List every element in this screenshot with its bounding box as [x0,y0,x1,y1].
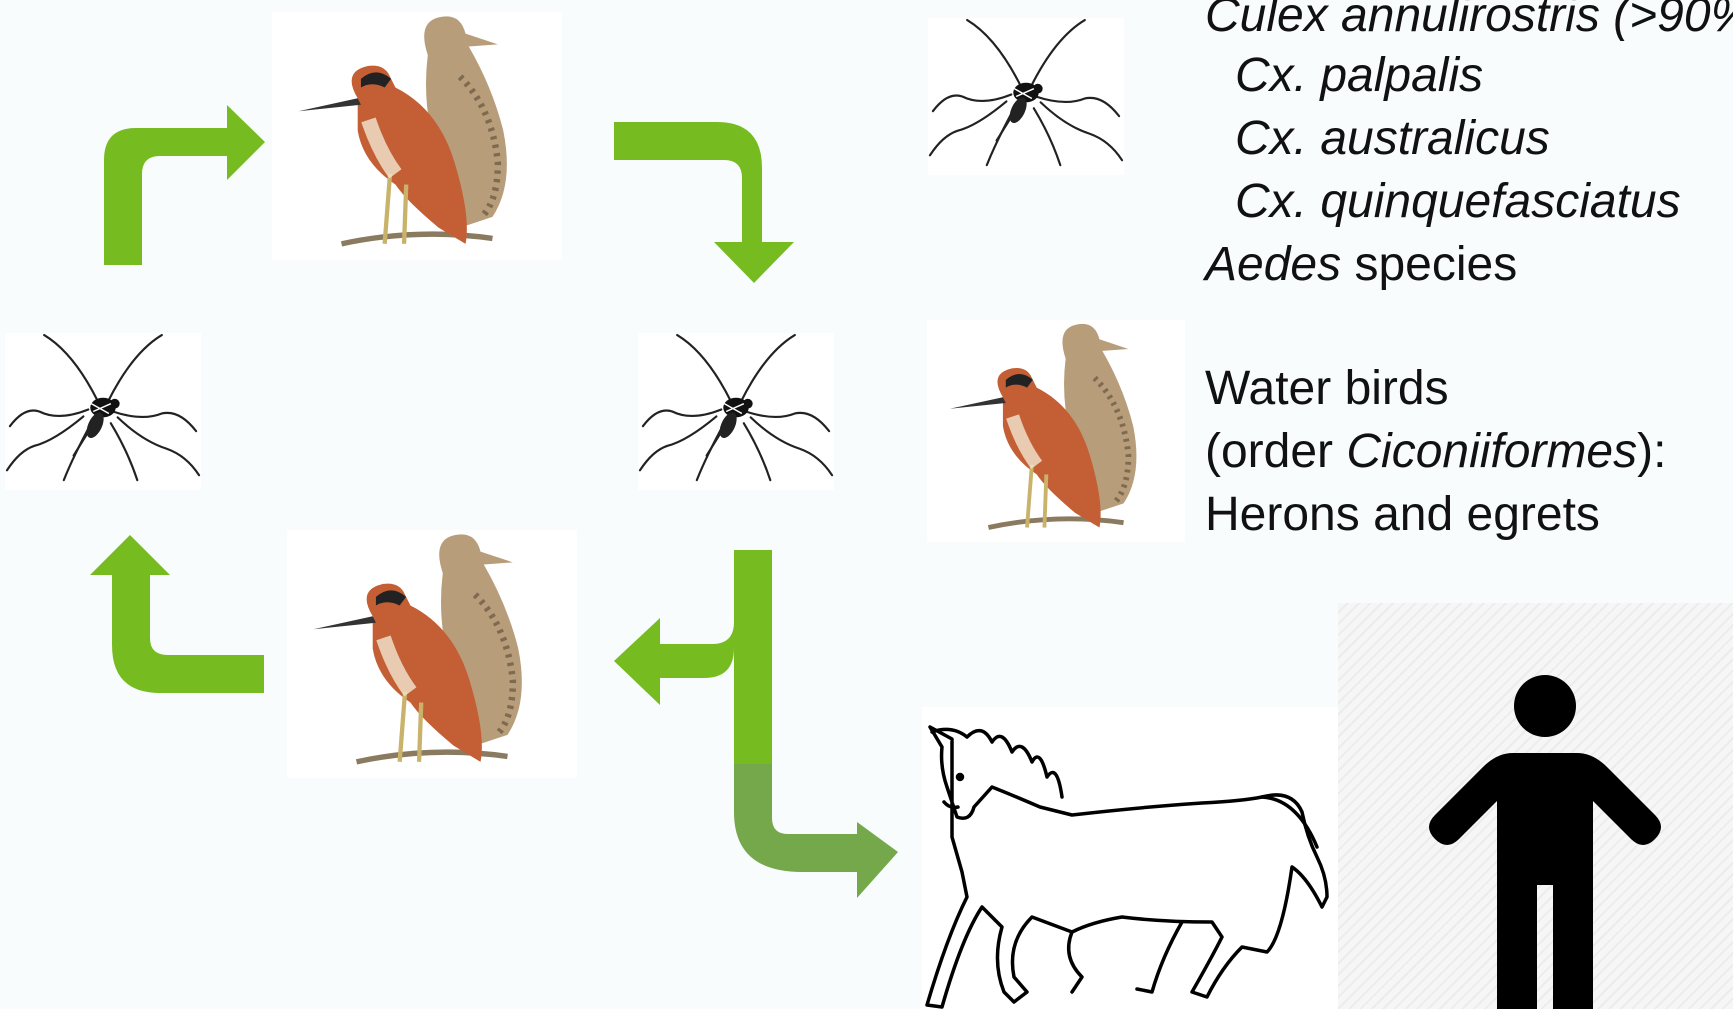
vector-genus-name: Aedes [1205,238,1341,291]
host-order-name: Ciconiiformes [1346,425,1637,478]
vector-species-name: Cx. palpalis [1235,49,1483,102]
mosquito-icon [5,333,201,490]
horse-picture [922,707,1340,1009]
heron-picture-legend [927,320,1185,542]
arrow-heron-to-mosquito-left [90,533,266,697]
mosquito-picture-legend [928,18,1124,175]
vector-species-line-5: Aedes species [1205,233,1517,297]
heron-icon [272,12,562,260]
vector-species-name: Culex annulirostris [1205,0,1600,42]
human-picture [1425,675,1665,1009]
vector-species-line-3: Cx. australicus [1235,107,1550,171]
heron-picture-top [272,12,562,260]
vector-species-suffix: species [1341,238,1517,291]
mosquito-icon [638,333,834,490]
vector-species-line-1: Culex annulirostris (>90%) [1205,0,1733,48]
heron-icon [927,320,1185,542]
mosquito-icon [928,18,1124,175]
host-line-3: Herons and egrets [1205,483,1600,547]
host-order-prefix: (order [1205,425,1346,478]
mosquito-picture-left [5,333,201,490]
vector-species-share: (>90%) [1600,0,1733,42]
mosquito-picture-right [638,333,834,490]
heron-icon [287,530,577,778]
arrow-to-dead-end-hosts [732,762,900,900]
arrow-mosquito-to-heron [100,100,270,265]
vector-species-line-2: Cx. palpalis [1235,44,1483,108]
human-icon [1425,675,1665,1009]
host-label: Water birds [1205,362,1449,415]
arrow-heron-to-mosquito [612,118,797,285]
host-line-2: (order Ciconiiformes): [1205,420,1666,484]
host-label: Herons and egrets [1205,488,1600,541]
horse-icon [922,707,1340,1009]
arrow-mosquito-to-heron-and-split [612,548,774,768]
vector-species-name: Cx. australicus [1235,112,1550,165]
host-line-1: Water birds [1205,357,1449,421]
vector-species-line-4: Cx. quinquefasciatus [1235,170,1681,234]
heron-picture-bottom [287,530,577,778]
host-order-suffix: ): [1637,425,1666,478]
vector-species-name: Cx. quinquefasciatus [1235,175,1681,228]
